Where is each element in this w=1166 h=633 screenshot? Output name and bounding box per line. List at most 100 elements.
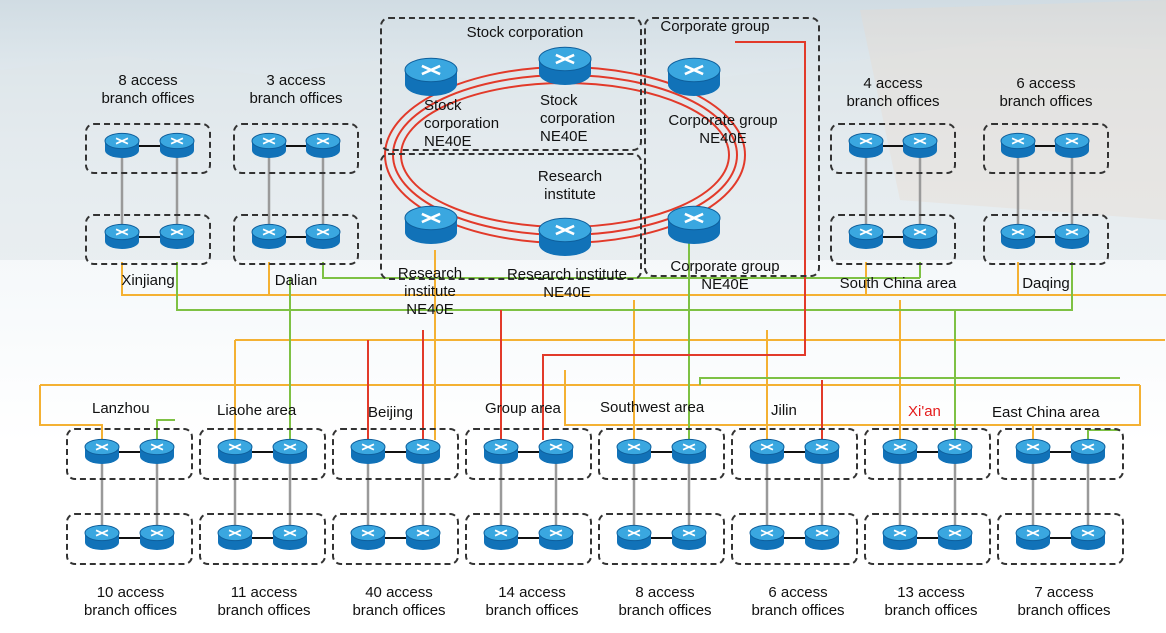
bottom-site-name-highlight: Xi'an (908, 403, 941, 420)
router-icon (104, 223, 140, 249)
bottom-site-box (598, 428, 725, 480)
router-icon (1054, 223, 1090, 249)
router-icon (305, 132, 341, 158)
bottom-site-name: Group area (485, 400, 561, 417)
research-institute-group (380, 153, 642, 280)
top-site-box (85, 214, 211, 265)
bottom-site-box (997, 513, 1124, 565)
router-icon (350, 524, 386, 550)
router-icon (848, 132, 884, 158)
router-icon (251, 132, 287, 158)
corporate-group-title: Corporate group (660, 18, 770, 35)
top-site-name: Xinjiang (121, 272, 175, 289)
research-institute-node-b-label: Research institute NE40E (506, 266, 628, 301)
bottom-site-box (731, 428, 858, 480)
corporate-group-box (644, 17, 820, 277)
bottom-site-box (66, 513, 193, 565)
router-icon (671, 524, 707, 550)
router-icon (902, 223, 938, 249)
top-site-box (983, 123, 1109, 174)
router-icon (616, 438, 652, 464)
bottom-site-box (199, 513, 326, 565)
router-icon (104, 132, 140, 158)
router-icon (139, 524, 175, 550)
top-site-branches: 8 access branch offices (101, 72, 195, 107)
research-institute-node-a-label: Research institute NE40E (397, 265, 463, 318)
router-icon (1070, 438, 1106, 464)
corporate-group-node-a-label: Corporate group NE40E (668, 112, 778, 147)
top-site-name: South China area (839, 275, 957, 292)
bottom-site-name: East China area (992, 404, 1100, 421)
bottom-site-name: Southwest area (600, 399, 705, 416)
router-icon (538, 524, 574, 550)
router-icon (84, 438, 120, 464)
router-icon (1015, 524, 1051, 550)
router-icon (1000, 223, 1036, 249)
router-icon (671, 438, 707, 464)
bottom-site-name: Liaohe area (217, 402, 297, 419)
bottom-site-box (332, 428, 459, 480)
router-icon (272, 524, 308, 550)
orange-links (39, 250, 1166, 440)
bottom-site-branches: 40 access branch offices (352, 584, 446, 619)
router-icon (902, 132, 938, 158)
bottom-site-box (66, 428, 193, 480)
router-icon (804, 524, 840, 550)
bottom-site-branches: 11 access branch offices (217, 584, 311, 619)
bottom-site-name: Jilin (771, 402, 797, 419)
research-institute-title: Research institute (537, 168, 603, 203)
top-site-box (85, 123, 211, 174)
router-icon (251, 223, 287, 249)
router-icon (404, 205, 458, 245)
router-icon (305, 223, 341, 249)
bottom-site-branches: 8 access branch offices (618, 584, 712, 619)
router-icon (84, 524, 120, 550)
bottom-site-branches: 7 access branch offices (1017, 584, 1111, 619)
bottom-site-branches: 6 access branch offices (751, 584, 845, 619)
router-icon (217, 524, 253, 550)
router-icon (749, 524, 785, 550)
top-site-box (233, 214, 359, 265)
router-icon (667, 205, 721, 245)
router-icon (217, 438, 253, 464)
top-site-name: Dalian (274, 272, 318, 289)
bottom-site-box (332, 513, 459, 565)
router-icon (538, 46, 592, 86)
router-icon (538, 217, 592, 256)
router-icon (139, 438, 175, 464)
stock-corporation-group (380, 17, 642, 151)
green-links (156, 230, 1120, 440)
router-icon (937, 524, 973, 550)
top-site-name: Daqing (1022, 275, 1070, 292)
router-icon (882, 524, 918, 550)
bottom-site-box (997, 428, 1124, 480)
router-icon (804, 438, 840, 464)
router-icon (350, 438, 386, 464)
router-icon (882, 438, 918, 464)
router-icon (405, 438, 441, 464)
router-icon (1054, 132, 1090, 158)
bottom-site-box (864, 428, 991, 480)
router-icon (749, 438, 785, 464)
vertical-links (100, 150, 1090, 538)
router-icon (937, 438, 973, 464)
router-icon (159, 132, 195, 158)
router-icon (667, 57, 721, 97)
router-icon (1000, 132, 1036, 158)
router-icon (405, 524, 441, 550)
stock-corporation-title: Stock corporation (466, 24, 584, 41)
bottom-site-branches: 10 access branch offices (83, 584, 178, 619)
corporate-group-node-b-label: Corporate group NE40E (670, 258, 780, 293)
bottom-site-box (199, 428, 326, 480)
stock-corporation-node-a-label: Stock corporation NE40E (424, 97, 500, 150)
bottom-site-branches: 14 access branch offices (485, 584, 579, 619)
router-icon (272, 438, 308, 464)
bottom-site-name: Beijing (368, 404, 414, 421)
bottom-site-box (465, 428, 592, 480)
top-site-branches: 3 access branch offices (249, 72, 343, 107)
router-icon (616, 524, 652, 550)
top-site-box (233, 123, 359, 174)
top-site-box (983, 214, 1109, 265)
router-icon (1070, 524, 1106, 550)
